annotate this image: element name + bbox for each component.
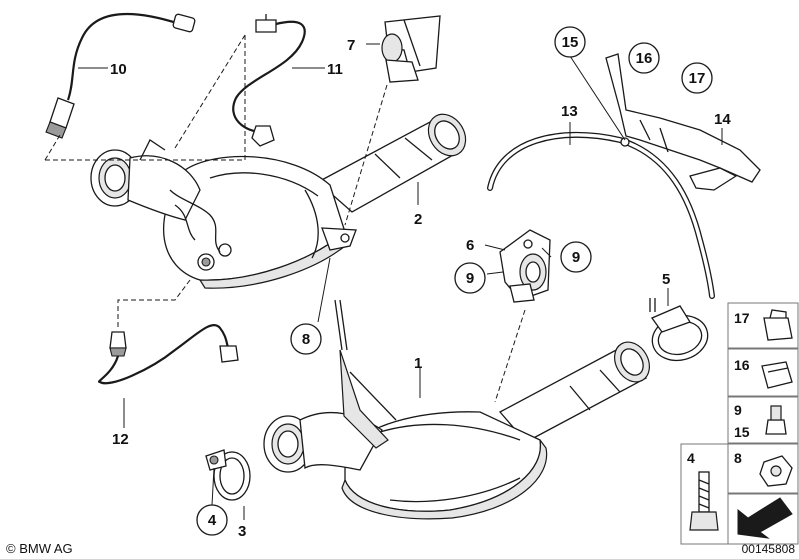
svg-text:4: 4	[208, 512, 217, 529]
legend-box-16: 16	[727, 348, 799, 397]
callout-11: 11	[327, 61, 343, 78]
oxygen-sensor-12	[97, 324, 239, 385]
direction-arrow-icon	[737, 497, 793, 539]
callout-circle-9-left: 9	[454, 262, 486, 294]
legend-box-9-15: 9 15	[727, 396, 799, 444]
callout-circle-17: 17	[681, 62, 713, 94]
hex-bolt-icon	[765, 419, 787, 435]
callout-circle-4: 4	[196, 504, 228, 536]
legend-box-arrow	[727, 493, 799, 545]
svg-text:4: 4	[687, 450, 695, 466]
copyright-text: © BMW AG	[6, 541, 73, 556]
parts-legend: 17 16 9 15 4 8	[680, 302, 799, 545]
clamp-3	[205, 449, 251, 501]
svg-text:8: 8	[734, 450, 742, 466]
callout-5: 5	[662, 271, 670, 288]
callout-labels: 1 2 3 5 6 7 10 11 12 13 14 4 8 9 9 15	[110, 26, 731, 540]
callout-14: 14	[714, 111, 731, 128]
legend-box-8: 8	[727, 443, 799, 494]
svg-text:8: 8	[302, 331, 310, 348]
callout-13: 13	[561, 103, 578, 120]
callout-1: 1	[414, 355, 422, 372]
callout-12: 12	[112, 431, 129, 448]
bracket-6	[499, 229, 551, 303]
svg-text:9: 9	[572, 249, 580, 266]
oxygen-sensor-10	[45, 12, 196, 139]
callout-6: 6	[466, 237, 474, 254]
callout-2: 2	[414, 211, 422, 228]
drawing-number: 00145808	[742, 542, 796, 556]
svg-text:17: 17	[734, 310, 750, 326]
leader-lines	[44, 34, 723, 520]
svg-text:17: 17	[689, 70, 706, 87]
upper-catalytic-converter	[90, 113, 467, 289]
callout-7: 7	[347, 37, 355, 54]
callout-3: 3	[238, 523, 246, 540]
callout-10: 10	[110, 61, 127, 78]
callout-circle-15: 15	[554, 26, 586, 58]
lower-catalytic-converter	[263, 299, 650, 520]
callout-circle-8: 8	[290, 323, 322, 355]
svg-text:9: 9	[466, 270, 474, 287]
svg-text:9: 9	[734, 402, 742, 418]
bracket-7	[381, 15, 441, 83]
svg-text:15: 15	[734, 424, 750, 440]
clamp-5	[649, 298, 709, 362]
svg-text:16: 16	[636, 50, 653, 67]
legend-box-17: 17	[727, 302, 799, 349]
callout-circle-16: 16	[628, 42, 660, 74]
hose-13	[487, 131, 715, 299]
svg-text:16: 16	[734, 357, 750, 373]
bracket-14	[605, 53, 761, 191]
svg-text:15: 15	[562, 34, 579, 51]
oxygen-sensor-11	[232, 14, 306, 147]
clip-17-icon	[763, 317, 793, 341]
legend-box-4: 4	[680, 443, 729, 545]
callout-circle-9-right: 9	[560, 241, 592, 273]
